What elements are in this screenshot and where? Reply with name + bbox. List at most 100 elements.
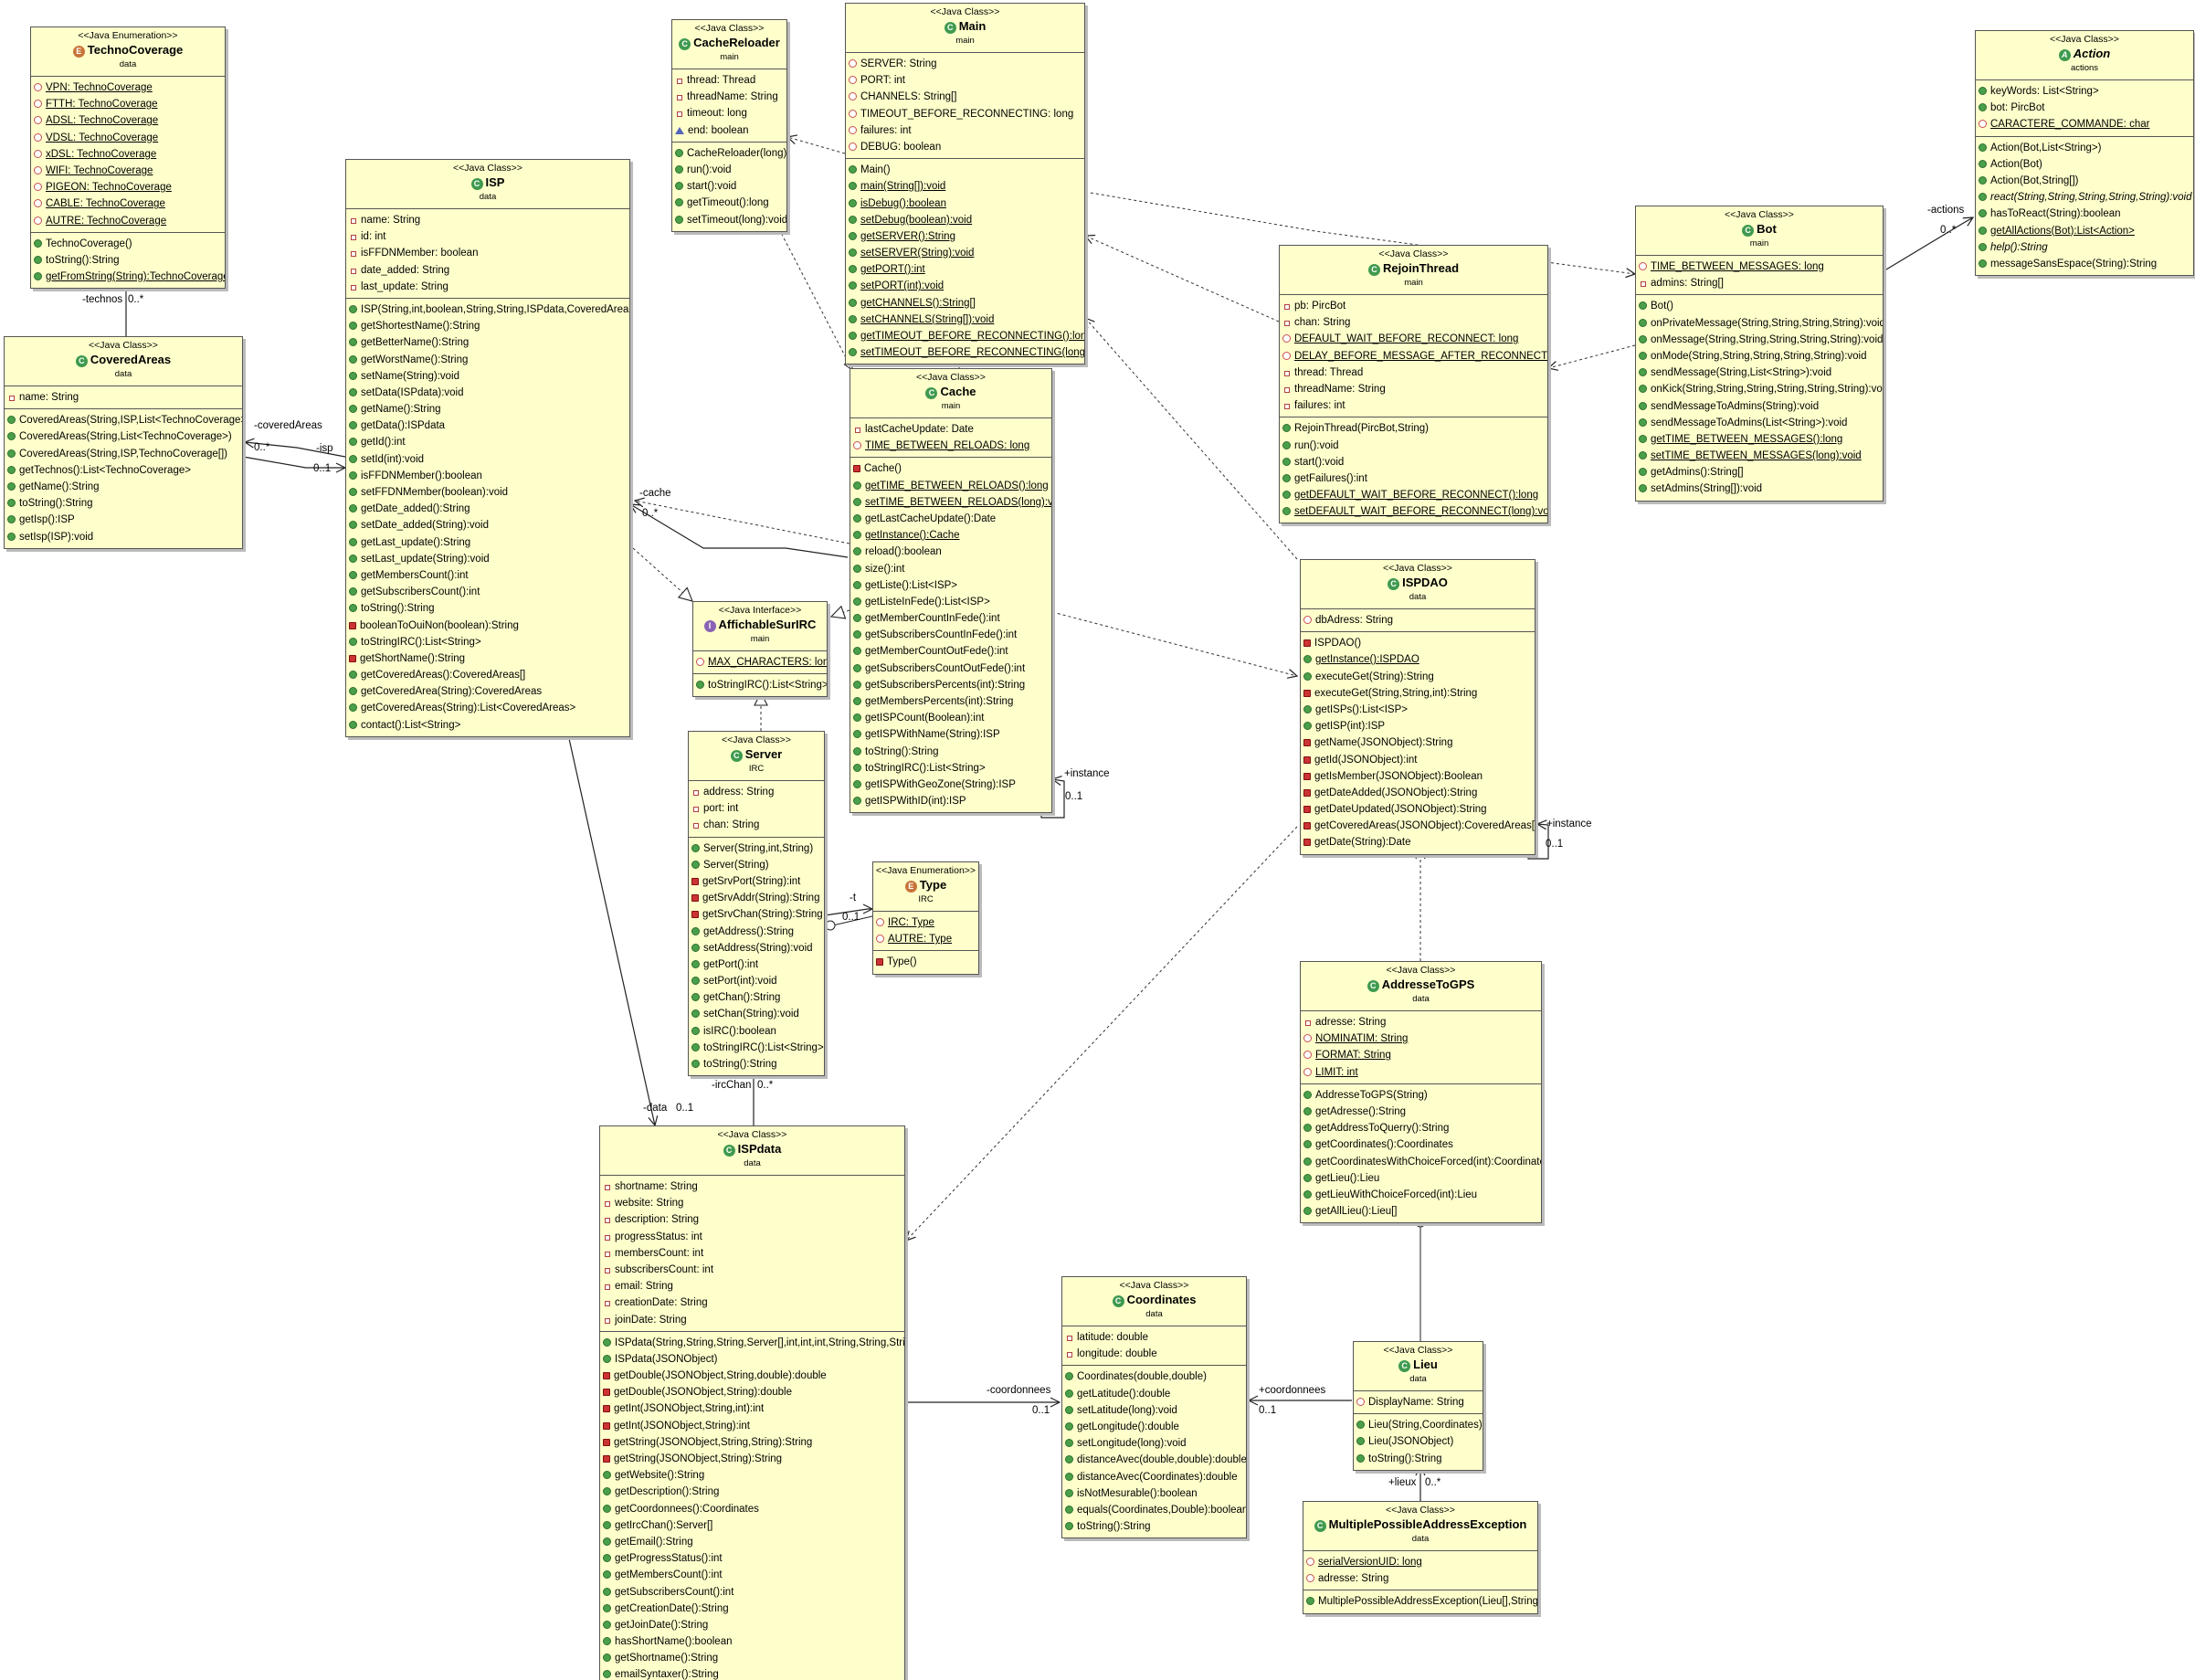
field-row[interactable]: keyWords: List<String> [1976, 83, 2193, 100]
method-row[interactable]: setLast_update(String):void [346, 551, 629, 567]
method-row[interactable]: getISPs():List<ISP> [1301, 702, 1535, 718]
field-row[interactable]: FORMAT: String [1301, 1047, 1541, 1063]
method-row[interactable]: onKick(String,String,String,String,Strin… [1636, 381, 1883, 397]
field-row[interactable]: subscribersCount: int [600, 1262, 904, 1278]
method-row[interactable]: getCoveredArea(String):CoveredAreas [346, 683, 629, 700]
method-row[interactable]: toStringIRC():List<String> [346, 634, 629, 650]
field-row[interactable]: xDSL: TechnoCoverage [31, 146, 225, 163]
method-row[interactable]: setPORT(int):void [846, 278, 1084, 294]
method-row[interactable]: isIRC():boolean [689, 1023, 824, 1040]
method-row[interactable]: Coordinates(double,double) [1062, 1368, 1246, 1385]
method-row[interactable]: setData(ISPdata):void [346, 385, 629, 401]
method-row[interactable]: getDescription():String [600, 1484, 904, 1500]
method-row[interactable]: main(String[]):void [846, 178, 1084, 195]
method-row[interactable]: getInstance():Cache [850, 527, 1051, 544]
method-row[interactable]: setDEFAULT_WAIT_BEFORE_RECONNECT(long):v… [1280, 503, 1547, 520]
field-row[interactable]: DELAY_BEFORE_MESSAGE_AFTER_RECONNECT: lo… [1280, 348, 1547, 365]
method-row[interactable]: getDouble(JSONObject,String,double):doub… [600, 1368, 904, 1384]
method-row[interactable]: Main() [846, 162, 1084, 178]
method-row[interactable]: getData():ISPdata [346, 417, 629, 434]
method-row[interactable]: getCHANNELS():String[] [846, 295, 1084, 312]
method-row[interactable]: getLieu():Lieu [1301, 1170, 1541, 1187]
method-row[interactable]: setLongitude(long):void [1062, 1435, 1246, 1452]
method-row[interactable]: getIsMember(JSONObject):Boolean [1301, 768, 1535, 785]
method-row[interactable]: getCoveredAreas(JSONObject):CoveredAreas… [1301, 818, 1535, 834]
method-row[interactable]: getIsp():ISP [5, 512, 242, 528]
method-row[interactable]: getLongitude():double [1062, 1419, 1246, 1435]
field-row[interactable]: threadName: String [1280, 381, 1547, 397]
method-row[interactable]: getISPWithGeoZone(String):ISP [850, 777, 1051, 793]
field-row[interactable]: failures: int [1280, 397, 1547, 414]
method-row[interactable]: ISPDAO() [1301, 635, 1535, 651]
method-row[interactable]: getListe():List<ISP> [850, 577, 1051, 594]
method-row[interactable]: getSubscribersCountInFede():int [850, 627, 1051, 643]
method-row[interactable]: getAddressToQuerry():String [1301, 1120, 1541, 1136]
field-row[interactable]: DisplayName: String [1354, 1394, 1483, 1411]
method-row[interactable]: getPORT():int [846, 261, 1084, 278]
field-row[interactable]: VPN: TechnoCoverage [31, 79, 225, 96]
method-row[interactable]: Lieu(JSONObject) [1354, 1433, 1483, 1450]
method-row[interactable]: getListeInFede():List<ISP> [850, 594, 1051, 610]
method-row[interactable]: hasToReact(String):boolean [1976, 206, 2193, 222]
method-row[interactable]: getMemberCountOutFede():int [850, 643, 1051, 660]
method-row[interactable]: toStringIRC():List<String> [693, 677, 827, 693]
method-row[interactable]: executeGet(String,String,int):String [1301, 685, 1535, 702]
method-row[interactable]: getId():int [346, 434, 629, 450]
field-row[interactable]: CHANNELS: String[] [846, 89, 1084, 105]
method-row[interactable]: getChan():String [689, 989, 824, 1006]
method-row[interactable]: getCreationDate():String [600, 1601, 904, 1617]
method-row[interactable]: start():void [1280, 454, 1547, 470]
field-row[interactable]: latitude: double [1062, 1329, 1246, 1346]
method-row[interactable]: getSERVER():String [846, 228, 1084, 245]
field-row[interactable]: name: String [5, 389, 242, 406]
method-row[interactable]: sendMessageToAdmins(List<String>):void [1636, 415, 1883, 431]
field-row[interactable]: threadName: String [672, 89, 786, 105]
method-row[interactable]: getId(JSONObject):int [1301, 752, 1535, 768]
field-row[interactable]: DEBUG: boolean [846, 139, 1084, 155]
method-row[interactable]: setFFDNMember(boolean):void [346, 484, 629, 501]
field-row[interactable]: longitude: double [1062, 1346, 1246, 1362]
method-row[interactable]: getMemberCountInFede():int [850, 610, 1051, 627]
field-row[interactable]: address: String [689, 784, 824, 800]
method-row[interactable]: getInt(JSONObject,String,int):int [600, 1400, 904, 1417]
field-row[interactable]: website: String [600, 1195, 904, 1211]
method-row[interactable]: getMembersCount():int [600, 1567, 904, 1583]
method-row[interactable]: getAdresse():String [1301, 1104, 1541, 1120]
field-row[interactable]: AUTRE: TechnoCoverage [31, 213, 225, 229]
method-row[interactable]: getWebsite():String [600, 1467, 904, 1484]
field-row[interactable]: port: int [689, 800, 824, 817]
method-row[interactable]: getTechnos():List<TechnoCoverage> [5, 462, 242, 479]
method-row[interactable]: getISPWithName(String):ISP [850, 726, 1051, 743]
method-row[interactable]: toString():String [346, 600, 629, 617]
field-row[interactable]: TIMEOUT_BEFORE_RECONNECTING: long [846, 106, 1084, 122]
field-row[interactable]: CABLE: TechnoCoverage [31, 195, 225, 212]
method-row[interactable]: getFromString(String):TechnoCoverage [31, 269, 225, 285]
method-row[interactable]: Server(String,int,String) [689, 840, 824, 857]
method-row[interactable]: CoveredAreas(String,List<TechnoCoverage>… [5, 428, 242, 445]
method-row[interactable]: getISP(int):ISP [1301, 718, 1535, 734]
field-row[interactable]: membersCount: int [600, 1245, 904, 1262]
method-row[interactable]: size():int [850, 561, 1051, 577]
method-row[interactable]: getDEFAULT_WAIT_BEFORE_RECONNECT():long [1280, 487, 1547, 503]
field-row[interactable]: last_update: String [346, 279, 629, 295]
method-row[interactable]: toStringIRC():List<String> [689, 1040, 824, 1056]
field-row[interactable]: date_added: String [346, 262, 629, 279]
method-row[interactable]: CacheReloader(long) [672, 145, 786, 162]
field-row[interactable]: CARACTERE_COMMANDE: char [1976, 116, 2193, 132]
method-row[interactable]: toString():String [1062, 1518, 1246, 1535]
field-row[interactable]: progressStatus: int [600, 1229, 904, 1245]
field-row[interactable]: joinDate: String [600, 1312, 904, 1328]
field-row[interactable]: isFFDNMember: boolean [346, 245, 629, 261]
method-row[interactable]: getMembersPercents(int):String [850, 693, 1051, 710]
method-row[interactable]: getTimeout():long [672, 195, 786, 211]
method-row[interactable]: getLastCacheUpdate():Date [850, 511, 1051, 527]
method-row[interactable]: getLatitude():double [1062, 1386, 1246, 1402]
